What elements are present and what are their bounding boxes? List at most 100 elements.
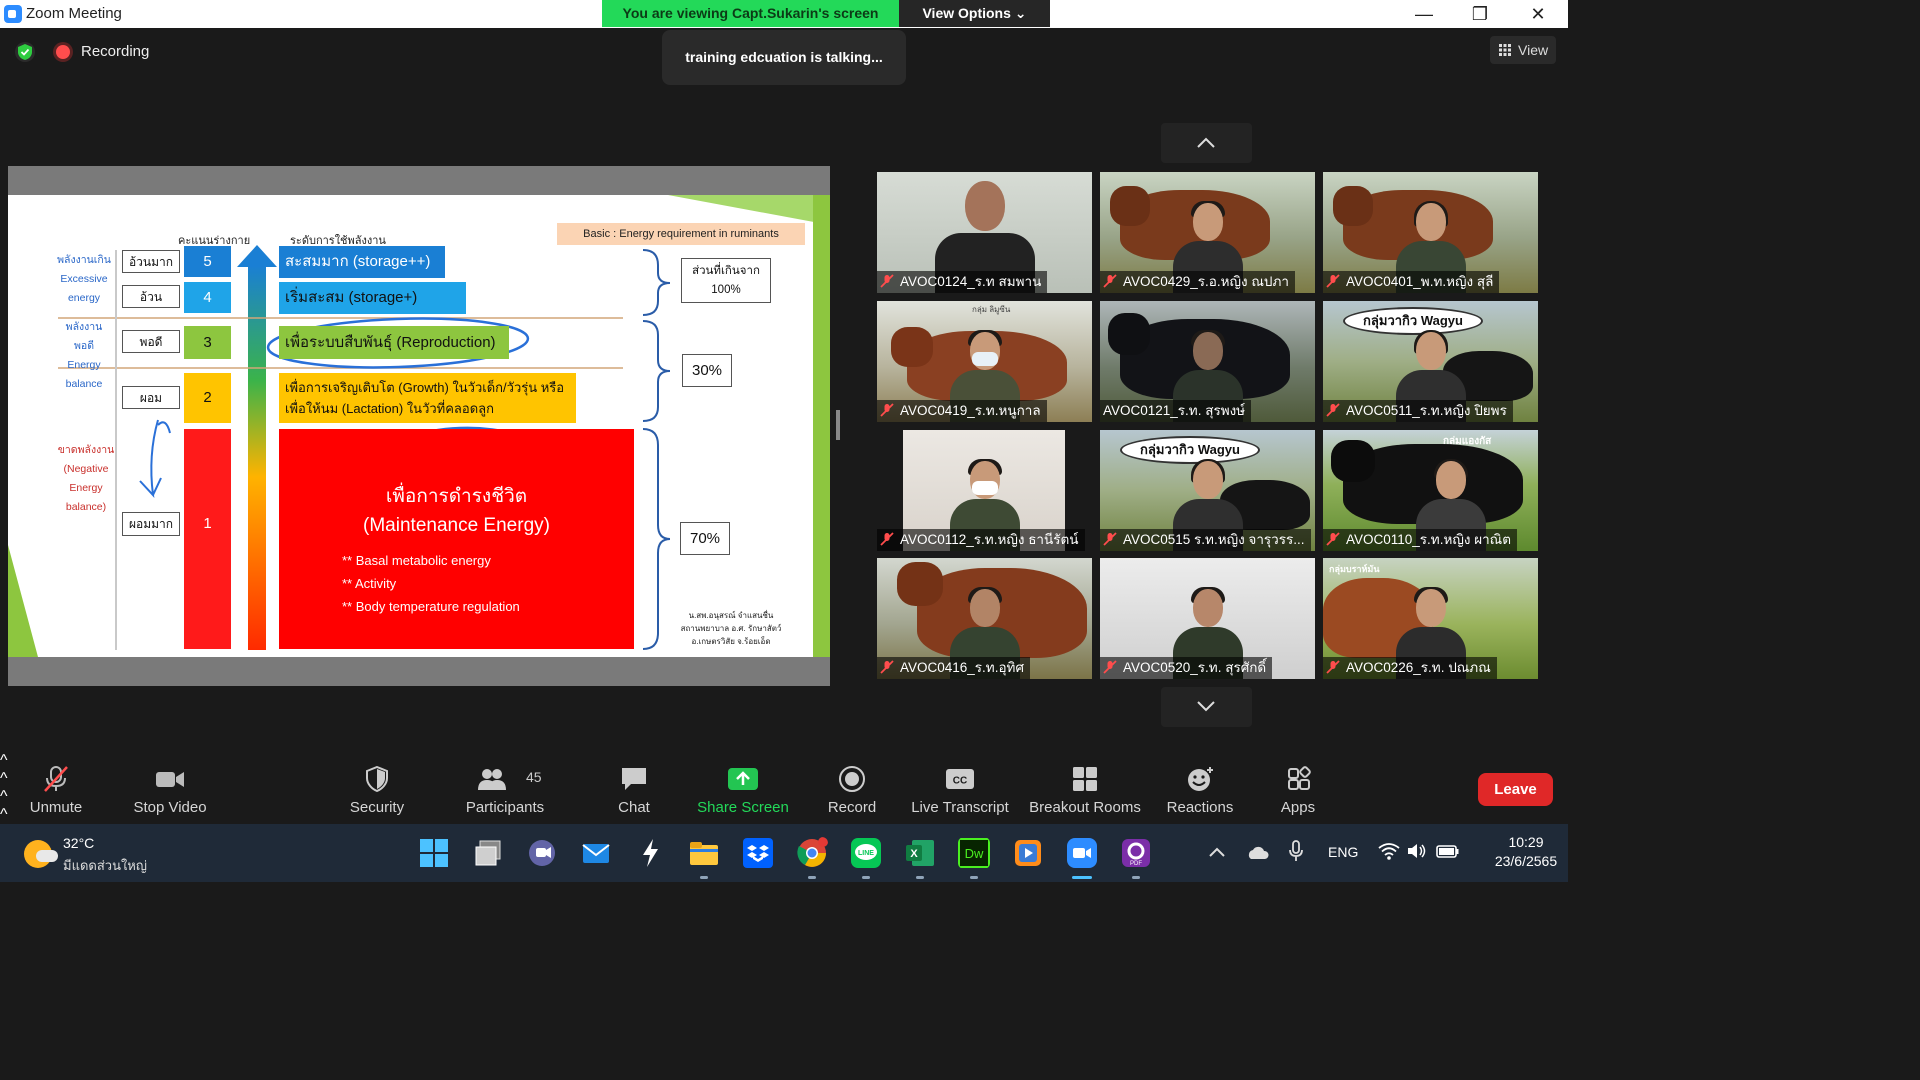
dropbox-icon[interactable] bbox=[742, 837, 774, 869]
chevron-down-icon bbox=[1197, 701, 1215, 712]
muted-mic-icon bbox=[1326, 532, 1340, 546]
gallery-next-page-button[interactable] bbox=[1161, 687, 1252, 727]
maximize-button[interactable]: ❐ bbox=[1471, 4, 1489, 24]
participant-name: AVOC0515 ร.ท.หญิง จารุวรร... bbox=[1100, 529, 1311, 551]
score-label-3: พอดี bbox=[122, 330, 180, 353]
minimize-button[interactable]: — bbox=[1415, 4, 1433, 24]
svg-text:LINE: LINE bbox=[858, 850, 874, 857]
windows-taskbar: 32°C มีแดดส่วนใหญ่ LINE X Dw PDF ENG 10:… bbox=[0, 824, 1568, 882]
participants-options-caret[interactable]: ^ bbox=[0, 788, 8, 805]
chevron-up-icon bbox=[1197, 137, 1215, 148]
tile-overlay-text: กลุ่มวากิว Wagyu bbox=[1343, 307, 1483, 335]
participant-name: AVOC0226_ร.ท. ปณภณ bbox=[1323, 657, 1497, 679]
participant-name: AVOC0511_ร.ท.หญิง ปิยพร bbox=[1323, 400, 1513, 422]
apps-icon bbox=[1288, 766, 1311, 790]
file-explorer-icon[interactable] bbox=[688, 837, 720, 869]
video-options-caret[interactable]: ^ bbox=[0, 770, 8, 787]
line-app-icon[interactable]: LINE bbox=[850, 837, 882, 869]
breakout-rooms-button[interactable]: Breakout Rooms bbox=[1026, 752, 1144, 824]
split-resize-handle[interactable] bbox=[836, 410, 840, 440]
excel-icon[interactable]: X bbox=[904, 837, 936, 869]
video-camera-icon bbox=[156, 772, 184, 787]
participant-tile[interactable]: AVOC0112_ร.ท.หญิง ธานีรัตน์ bbox=[877, 430, 1092, 551]
record-icon bbox=[839, 766, 865, 792]
record-button[interactable]: Record bbox=[820, 752, 884, 824]
media-player-icon[interactable] bbox=[1012, 837, 1044, 869]
gallery-prev-page-button[interactable] bbox=[1161, 123, 1252, 163]
show-hidden-icons-chevron-icon[interactable] bbox=[1208, 846, 1226, 858]
score-label-2: ผอม bbox=[122, 386, 180, 409]
task-view-icon[interactable] bbox=[472, 837, 504, 869]
live-transcript-label: Live Transcript bbox=[911, 799, 1009, 816]
bolt-app-icon[interactable] bbox=[634, 837, 666, 869]
unmute-button[interactable]: Unmute bbox=[18, 752, 94, 824]
viewing-screen-banner: You are viewing Capt.Sukarin's screen bbox=[602, 0, 899, 27]
participant-tile[interactable]: กลุ่ม ลิมูซีน AVOC0419_ร.ท.หนูกาล bbox=[877, 301, 1092, 422]
participants-button[interactable]: 45 Participants bbox=[460, 752, 550, 824]
stop-video-button[interactable]: Stop Video bbox=[125, 752, 215, 824]
reactions-label: Reactions bbox=[1166, 799, 1234, 816]
security-button[interactable]: Security bbox=[340, 752, 414, 824]
maintenance-title-th: เพื่อการดำรงชีวิต bbox=[385, 486, 528, 507]
encryption-shield-icon[interactable] bbox=[15, 42, 35, 62]
participants-label: Participants bbox=[465, 799, 545, 816]
windows-start-icon[interactable] bbox=[418, 837, 450, 869]
view-options-button[interactable]: View Options ⌄ bbox=[899, 0, 1050, 27]
participant-tile[interactable]: กลุ่มวากิว Wagyu AVOC0511_ร.ท.หญิง ปิยพร bbox=[1323, 301, 1538, 422]
participant-tile[interactable]: กลุ่มวากิว Wagyu AVOC0515 ร.ท.หญิง จารุว… bbox=[1100, 430, 1315, 551]
chat-button[interactable]: Chat bbox=[606, 752, 662, 824]
recording-label: Recording bbox=[81, 43, 150, 60]
score-2: 2 bbox=[184, 373, 231, 423]
participant-name: AVOC0401_พ.ท.หญิง สุลี bbox=[1323, 271, 1500, 293]
microphone-tray-icon[interactable] bbox=[1288, 840, 1304, 862]
battery-charging-icon[interactable] bbox=[1436, 842, 1460, 860]
participant-tile[interactable]: AVOC0429_ร.อ.หญิง ณปภา bbox=[1100, 172, 1315, 293]
zoom-taskbar-icon[interactable] bbox=[1066, 837, 1098, 869]
clock-time[interactable]: 10:29 bbox=[1508, 834, 1544, 850]
volume-icon[interactable] bbox=[1407, 842, 1427, 860]
dreamweaver-icon[interactable]: Dw bbox=[958, 837, 990, 869]
chrome-icon[interactable] bbox=[796, 837, 828, 869]
input-language[interactable]: ENG bbox=[1328, 844, 1359, 860]
participant-tile[interactable]: AVOC0520_ร.ท. สุรศักดิ์ bbox=[1100, 558, 1315, 679]
weather-temperature[interactable]: 32°C bbox=[63, 835, 95, 851]
onedrive-cloud-icon[interactable] bbox=[1245, 844, 1269, 860]
closed-captions-icon: CC bbox=[946, 769, 974, 789]
share-options-caret[interactable]: ^ bbox=[0, 806, 8, 823]
pdf-app-icon[interactable]: PDF bbox=[1120, 837, 1152, 869]
recording-dot-icon bbox=[56, 45, 70, 59]
participant-tile[interactable]: AVOC0124_ร.ท สมพาน bbox=[877, 172, 1092, 293]
reactions-button[interactable]: Reactions bbox=[1164, 752, 1236, 824]
breakout-rooms-icon bbox=[1073, 767, 1097, 791]
maintenance-bar: เพื่อการดำรงชีวิต (Maintenance Energy) *… bbox=[279, 429, 634, 649]
view-layout-button[interactable]: View bbox=[1490, 36, 1556, 64]
running-indicator bbox=[862, 876, 870, 879]
participant-tile[interactable]: AVOC0416_ร.ท.อุทิศ bbox=[877, 558, 1092, 679]
weather-description[interactable]: มีแดดส่วนใหญ่ bbox=[63, 858, 147, 873]
svg-text:Dw: Dw bbox=[965, 846, 984, 861]
close-window-button[interactable]: ✕ bbox=[1530, 4, 1546, 24]
leave-meeting-button[interactable]: Leave bbox=[1478, 773, 1553, 806]
wifi-icon[interactable] bbox=[1378, 842, 1400, 860]
growth-text: เพื่อการเจริญเติบโต (Growth) ในวัวเด็ก/ว… bbox=[285, 380, 565, 395]
live-transcript-button[interactable]: CC Live Transcript bbox=[906, 752, 1014, 824]
apps-button[interactable]: Apps bbox=[1270, 752, 1326, 824]
participant-tile[interactable]: กลุ่มแองกัส AVOC0110_ร.ท.หญิง ผาณิต bbox=[1323, 430, 1538, 551]
lactation-text: เพื่อให้นม (Lactation) ในวัวที่คลอดลูก bbox=[285, 401, 494, 416]
participants-count: 45 bbox=[526, 769, 542, 785]
shared-slide: คะแนนร่างกาย ระดับการใช้พลังงาน Basic : … bbox=[8, 195, 830, 657]
participant-tile[interactable]: AVOC0401_พ.ท.หญิง สุลี bbox=[1323, 172, 1538, 293]
clock-date[interactable]: 23/6/2565 bbox=[1494, 853, 1558, 869]
participant-tile[interactable]: กลุ่มบราห์มัน AVOC0226_ร.ท. ปณภณ bbox=[1323, 558, 1538, 679]
mail-icon[interactable] bbox=[580, 837, 612, 869]
slide-header: Basic : Energy requirement in ruminants bbox=[557, 223, 805, 245]
muted-mic-icon bbox=[880, 403, 894, 417]
audio-options-caret[interactable]: ^ bbox=[0, 752, 8, 769]
participant-tile[interactable]: AVOC0121_ร.ท. สุรพงษ์ bbox=[1100, 301, 1315, 422]
tile-overlay-text: กลุ่มบราห์มัน bbox=[1329, 564, 1380, 574]
share-screen-button[interactable]: Share Screen bbox=[696, 752, 790, 824]
teams-chat-icon[interactable] bbox=[526, 837, 558, 869]
